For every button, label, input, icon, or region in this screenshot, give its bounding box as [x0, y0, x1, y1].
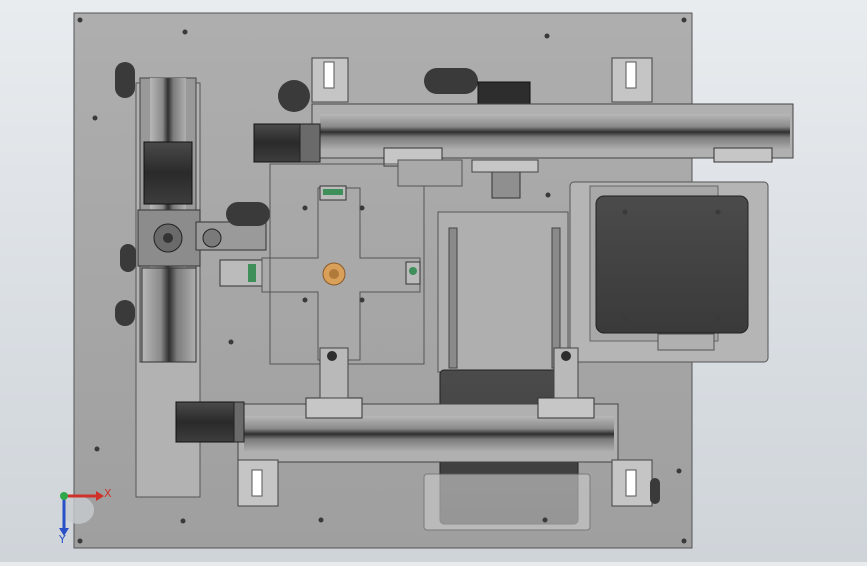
slot-oval-left-bottom — [115, 300, 135, 326]
top-motor-flange — [299, 123, 321, 163]
top-end-block — [713, 147, 773, 163]
slot-oval-left-mid — [120, 244, 136, 272]
gripper-sensor — [219, 259, 265, 287]
tray-right[interactable] — [595, 195, 749, 334]
axis-triad: X Y — [58, 487, 112, 546]
x-axis-label: X — [104, 487, 112, 500]
bottom-bracket-left-slot — [251, 469, 263, 497]
guide-rail-left — [448, 227, 458, 369]
bottom-carriage-right — [537, 397, 595, 419]
guide-plate — [437, 211, 569, 373]
bottom-post-bolt-left — [327, 351, 337, 361]
top-rail — [320, 114, 790, 150]
left-side-bracket — [397, 159, 463, 187]
gripper-wheel — [202, 228, 222, 248]
top-connector — [477, 81, 531, 105]
guide-rail-right — [551, 227, 561, 369]
slot-oval-top-mid — [424, 68, 478, 94]
cross-sensor-top-indicator — [323, 189, 343, 195]
y-axis-arrow — [59, 528, 69, 536]
bottom-rail — [244, 416, 614, 452]
bottom-carriage-left — [305, 397, 363, 419]
center-coupler — [491, 171, 521, 199]
left-lower-rail — [141, 267, 197, 363]
origin-point — [60, 492, 68, 500]
gripper-sensor-indicator — [248, 264, 256, 282]
tray-bottom-frame — [423, 473, 591, 531]
left-carriage-hub — [163, 233, 173, 243]
bottom-motor — [175, 401, 239, 443]
top-bracket-left-slot — [323, 61, 335, 89]
slot-oval-top — [278, 80, 310, 112]
tray-right-clip — [657, 333, 715, 351]
center-coupler-top — [471, 159, 539, 173]
bottom-bracket-right-slot — [625, 469, 637, 497]
left-motor — [143, 141, 193, 205]
bottom-motor-flange — [233, 401, 245, 443]
slot-oval-left-top — [115, 62, 135, 98]
triad-shadow — [62, 496, 94, 524]
bottom-post-bolt-right — [561, 351, 571, 361]
bolt-holes — [77, 17, 721, 544]
y-axis-label: Y — [58, 533, 66, 546]
top-bracket-right-slot — [625, 61, 637, 89]
cross-sensor-right-indicator — [409, 267, 417, 275]
slot-oval-bottom-right — [650, 478, 660, 504]
cross-center-bore — [329, 269, 339, 279]
x-axis-arrow — [96, 491, 104, 501]
slot-oval-center — [226, 202, 270, 226]
